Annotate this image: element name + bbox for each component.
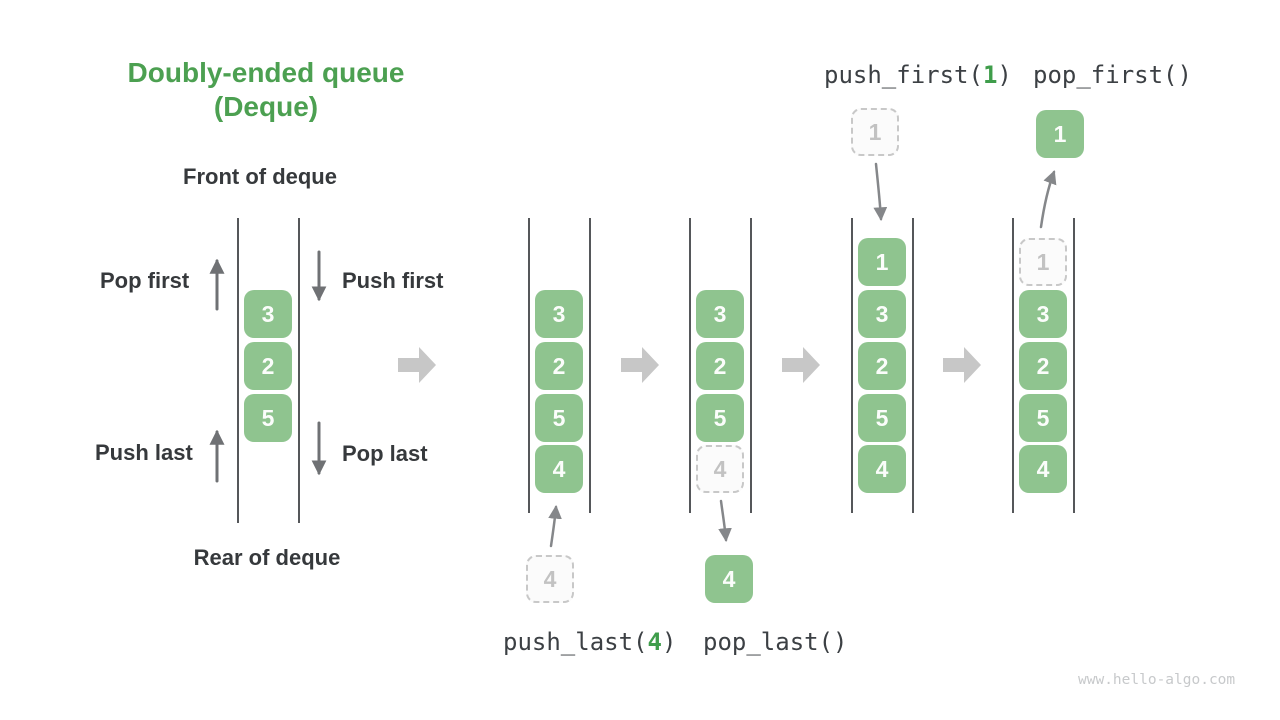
diagram-title: Doubly-ended queue (Deque): [116, 56, 416, 124]
deque-cell: 2: [1019, 342, 1067, 390]
deque-wall-right: [912, 218, 914, 513]
op-text: pop_last(): [703, 628, 848, 656]
step-arrow-icon: [621, 347, 659, 383]
deque-cell: 5: [696, 394, 744, 442]
deque-cell-ghost: 4: [696, 445, 744, 493]
op-text: ): [661, 628, 677, 656]
deque-cell: 5: [858, 394, 906, 442]
step-arrow-icon: [782, 347, 820, 383]
deque-cell: 3: [244, 290, 292, 338]
push-first-label: Push first: [342, 268, 444, 293]
deque-wall-left: [689, 218, 691, 513]
deque-cell: 3: [696, 290, 744, 338]
pop-first-label: Pop first: [100, 268, 190, 293]
op-text: push_last(: [503, 628, 648, 656]
op-label-push-first: push_first(1): [824, 61, 1012, 89]
pop-last-label: Pop last: [342, 441, 428, 466]
deque-cell: 3: [1019, 290, 1067, 338]
incoming-element-ghost: 4: [526, 555, 574, 603]
deque-wall-right: [1073, 218, 1075, 513]
step-arrow-icon: [943, 347, 981, 383]
deque-cell: 2: [696, 342, 744, 390]
op-text: pop_first(): [1033, 61, 1192, 89]
push-first-insert-arrow-icon: [873, 162, 888, 222]
deque-cell: 4: [535, 445, 583, 493]
op-label-pop-first: pop_first(): [1033, 61, 1192, 89]
deque-state-3: 3 2 5 4: [689, 218, 752, 513]
deque-wall-right: [750, 218, 752, 513]
watermark: www.hello-algo.com: [1078, 672, 1236, 688]
deque-cell: 3: [535, 290, 583, 338]
deque-cell: 5: [244, 394, 292, 442]
deque-state-4: 1 3 2 5 4: [851, 218, 914, 513]
deque-cell: 4: [1019, 445, 1067, 493]
deque-wall-left: [237, 218, 239, 523]
deque-cell: 2: [535, 342, 583, 390]
deque-state-5: 1 3 2 5 4: [1012, 218, 1075, 513]
front-of-deque-label: Front of deque: [183, 164, 337, 189]
op-text: ): [997, 61, 1012, 89]
popped-element: 1: [1036, 110, 1084, 158]
deque-wall-right: [589, 218, 591, 513]
diagram-title-line1: Doubly-ended queue: [127, 57, 405, 88]
deque-cell: 1: [858, 238, 906, 286]
deque-cell: 4: [858, 445, 906, 493]
push-last-label: Push last: [95, 440, 193, 465]
rear-of-deque-label: Rear of deque: [193, 545, 341, 570]
op-text: push_first(: [824, 61, 983, 89]
deque-state-2: 3 2 5 4: [528, 218, 591, 513]
deque-cell: 3: [858, 290, 906, 338]
deque-cell: 2: [858, 342, 906, 390]
deque-cell: 2: [244, 342, 292, 390]
deque-wall-right: [298, 218, 300, 523]
deque-cell: 5: [535, 394, 583, 442]
popped-element: 4: [705, 555, 753, 603]
step-arrow-icon: [398, 347, 436, 383]
deque-wall-left: [1012, 218, 1014, 513]
op-arg: 1: [982, 61, 998, 89]
deque-wall-left: [851, 218, 853, 513]
op-label-push-last: push_last(4): [503, 628, 676, 656]
deque-state-1: 3 2 5: [237, 218, 300, 523]
deque-cell: 5: [1019, 394, 1067, 442]
diagram-title-line2: (Deque): [213, 91, 319, 122]
deque-wall-left: [528, 218, 530, 513]
op-arg: 4: [647, 628, 662, 656]
deque-cell-ghost: 1: [1019, 238, 1067, 286]
incoming-element-ghost: 1: [851, 108, 899, 156]
op-label-pop-last: pop_last(): [703, 628, 848, 656]
